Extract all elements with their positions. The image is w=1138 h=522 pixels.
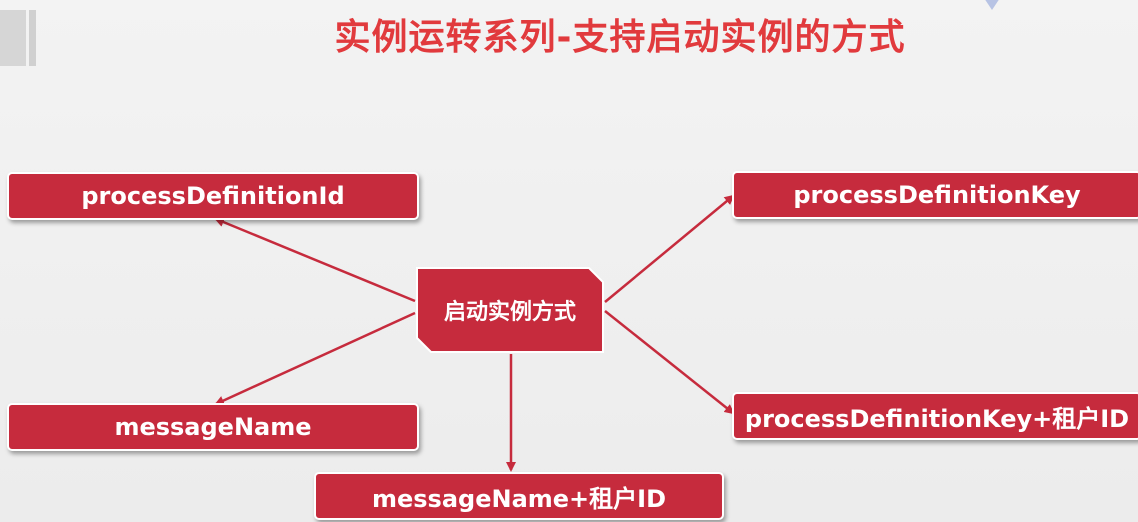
arrow-to-process-definition-key-tenant bbox=[604, 310, 735, 415]
center-node-shape bbox=[416, 267, 604, 353]
center-node: 启动实例方式 bbox=[415, 266, 605, 354]
node-process-definition-id-label: processDefinitionId bbox=[81, 182, 345, 210]
node-message-name: messageName bbox=[7, 403, 419, 451]
node-process-definition-key-tenant: processDefinitionKey+租户ID bbox=[732, 392, 1138, 440]
arrow-to-process-definition-id bbox=[214, 217, 416, 303]
arrow-to-message-name bbox=[214, 311, 416, 406]
node-process-definition-key: processDefinitionKey bbox=[732, 171, 1138, 219]
node-process-definition-id: processDefinitionId bbox=[7, 172, 419, 220]
node-process-definition-key-tenant-label: processDefinitionKey+租户ID bbox=[744, 404, 1130, 433]
center-node-label: 启动实例方式 bbox=[443, 300, 576, 325]
corner-logo-icon bbox=[985, 0, 999, 10]
node-message-name-tenant: messageName+租户ID bbox=[314, 472, 724, 520]
arrow-to-process-definition-key bbox=[604, 194, 735, 303]
node-message-name-label: messageName bbox=[114, 413, 312, 441]
slide-side-bar bbox=[0, 10, 38, 66]
node-message-name-tenant-label: messageName+租户ID bbox=[371, 484, 667, 513]
node-process-definition-key-label: processDefinitionKey bbox=[793, 181, 1081, 209]
slide-title: 实例运转系列-支持启动实例的方式 bbox=[334, 17, 906, 58]
